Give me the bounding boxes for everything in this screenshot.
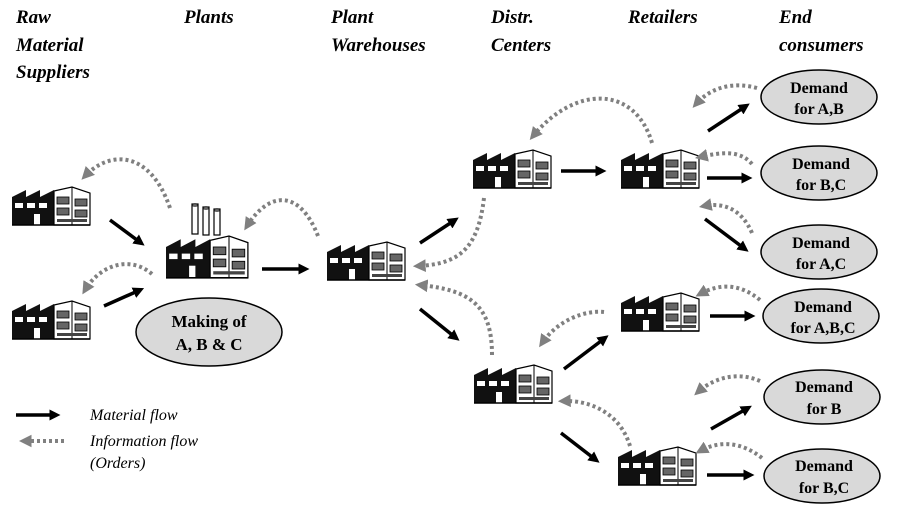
legend-material-flow-label: Material flow: [89, 407, 178, 424]
demand-3-line-1: Demand: [792, 235, 850, 252]
retailer-3-building-icon: [617, 446, 697, 486]
info-arrow-demand6-retailer3: [695, 441, 764, 460]
demand-1-line-2: for A,B: [794, 101, 844, 118]
material-arrow-dc2-retailer3: [559, 431, 600, 463]
info-arrow-retailer1-dc1: [529, 96, 654, 144]
legend-orders-label: (Orders): [90, 455, 145, 472]
material-arrow-supplier1-plant: [108, 218, 145, 246]
header-consumers: consumers: [779, 35, 863, 56]
info-arrow-demand4-retailer2: [695, 284, 762, 302]
demand-oval-5: Demand for B: [763, 369, 881, 425]
info-arrow-dc1-warehouse: [412, 197, 486, 273]
material-arrow-supplier2-plant: [103, 287, 145, 308]
material-arrow-warehouse-dc1: [419, 217, 459, 245]
info-arrow-warehouse-plant: [244, 198, 320, 237]
supplier-2-building-icon: [11, 300, 91, 340]
info-arrow-dc2-warehouse: [414, 279, 494, 356]
header-distr: Distr.: [490, 7, 534, 28]
material-arrow-retailer1-demand3: [703, 217, 749, 252]
demand-1-line-1: Demand: [790, 80, 848, 97]
header-material: Material: [15, 35, 84, 56]
info-arrow-plant-supplier1: [81, 157, 172, 209]
info-arrow-demand5-retailer3: [694, 374, 761, 396]
header-raw: Raw: [15, 7, 51, 28]
material-arrow-retailer1-demand1: [707, 103, 750, 133]
material-flow-arrows: [103, 103, 756, 481]
material-arrow-dc2-retailer2: [562, 335, 609, 371]
demand-oval-6: Demand for B,C: [763, 448, 881, 504]
demand-oval-4: Demand for A,B,C: [762, 288, 880, 344]
demand-6-line-1: Demand: [795, 458, 853, 475]
material-arrow-warehouse-dc2: [418, 307, 460, 341]
demand-4-line-2: for A,B,C: [790, 320, 855, 337]
header-end-consumers: End consumers: [778, 7, 863, 56]
demand-6-line-2: for B,C: [799, 480, 849, 497]
legend: Material flow Information flow (Orders): [16, 407, 198, 472]
header-plants: Plants: [183, 7, 234, 28]
demand-3-line-2: for A,C: [796, 256, 846, 273]
demand-oval-1: Demand for A,B: [760, 69, 878, 125]
supplier-1-building-icon: [11, 186, 91, 226]
header-plant-warehouses: Plant Warehouses: [330, 7, 426, 56]
info-arrow-demand2-retailer1: [695, 149, 754, 166]
info-arrow-demand3-retailer1: [698, 198, 754, 234]
info-arrow-plant-supplier2: [82, 262, 154, 295]
info-arrow-retailer3-dc2: [557, 394, 632, 447]
header-warehouses: Warehouses: [331, 35, 426, 56]
plant-factory-icon: [166, 204, 248, 278]
demand-oval-3: Demand for A,C: [760, 224, 878, 280]
plant-making-line-2: A, B & C: [175, 335, 242, 354]
material-arrow-retailer3-demand5: [710, 405, 752, 431]
distribution-center-1-building-icon: [472, 149, 552, 189]
information-flow-arrows: [81, 83, 764, 460]
header-raw-material-suppliers: Raw Material Suppliers: [15, 7, 90, 83]
header-plant: Plant: [330, 7, 374, 28]
demand-oval-2: Demand for B,C: [760, 145, 878, 201]
demand-5-line-1: Demand: [795, 379, 853, 396]
plant-warehouse-building-icon: [326, 241, 406, 281]
header-suppliers: Suppliers: [16, 62, 90, 83]
distribution-center-2-building-icon: [473, 364, 553, 404]
retailer-2-building-icon: [620, 292, 700, 332]
demand-5-line-2: for B: [807, 401, 842, 418]
info-arrow-retailer2-dc2: [539, 309, 605, 348]
plant-making-line-1: Making of: [171, 312, 246, 331]
header-distr-centers: Distr. Centers: [490, 7, 551, 56]
header-retailers: Retailers: [627, 7, 698, 28]
plant-making-label: Making of A, B & C: [135, 297, 283, 367]
legend-information-flow-label: Information flow: [89, 433, 198, 450]
header-centers: Centers: [491, 35, 551, 56]
header-end: End: [778, 7, 812, 28]
demand-4-line-1: Demand: [794, 299, 852, 316]
retailer-1-building-icon: [620, 149, 700, 189]
demand-2-line-2: for B,C: [796, 177, 846, 194]
info-arrow-demand1-retailer1: [692, 83, 758, 108]
demand-2-line-1: Demand: [792, 156, 850, 173]
